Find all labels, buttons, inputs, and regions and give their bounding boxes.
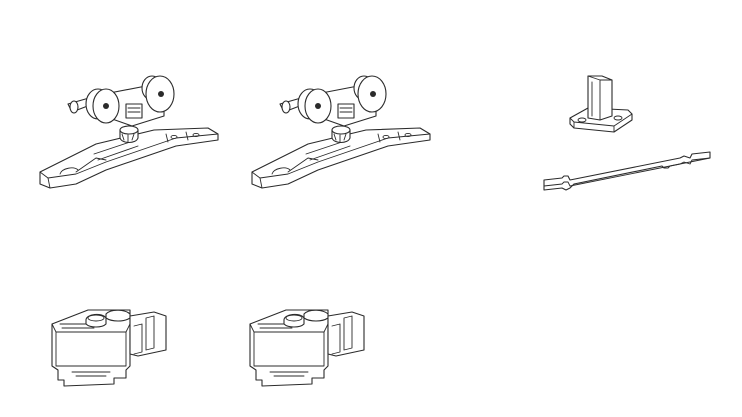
floor-guide [566, 74, 640, 136]
spacer-strip-icon [543, 151, 711, 191]
roller-trolley-icon [251, 75, 431, 189]
door-clamp-2 [248, 304, 372, 392]
roller-trolley-icon [39, 75, 219, 189]
door-clamp-1 [50, 304, 174, 392]
roller-trolley-2 [248, 74, 438, 192]
door-clamp-icon [51, 309, 167, 387]
floor-guide-icon [569, 75, 633, 133]
spacer-strip [540, 144, 714, 196]
roller-trolley-1 [36, 74, 226, 192]
door-clamp-icon [249, 309, 365, 387]
